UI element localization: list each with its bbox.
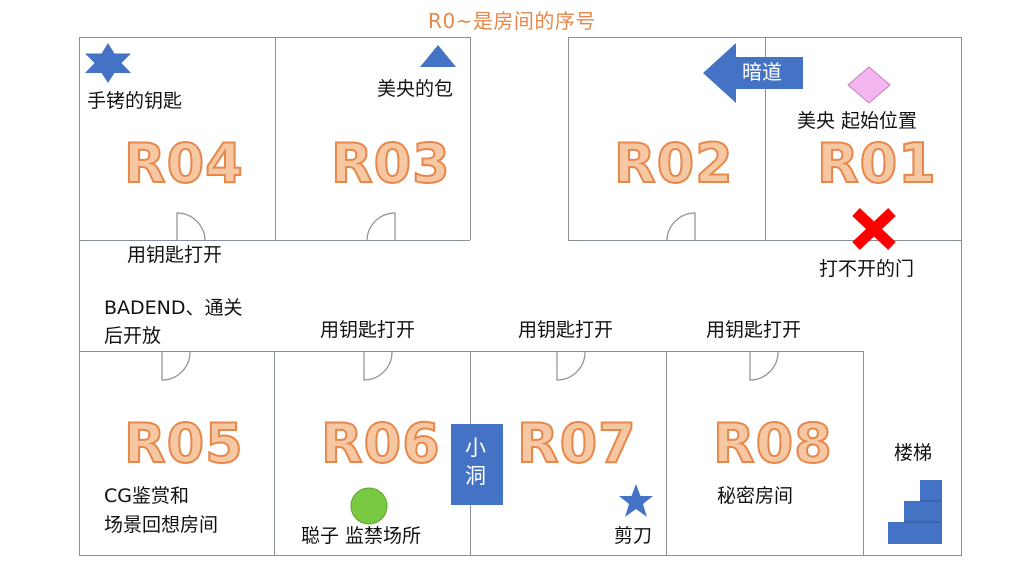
door-r06 — [363, 351, 393, 381]
wall — [765, 37, 766, 240]
room-code-r01: R01 — [816, 131, 937, 196]
badend-label-line2: 后开放 — [104, 325, 162, 347]
cg-label-line2: 场景回想房间 — [104, 514, 219, 536]
diamond-icon — [847, 66, 891, 104]
meiyang-start-label: 美央 起始位置 — [797, 110, 918, 132]
room-code-r03: R03 — [330, 131, 451, 196]
open-with-key-r06-label: 用钥匙打开 — [320, 319, 416, 341]
arrow-left-icon — [703, 43, 803, 103]
room-code-r07: R07 — [516, 411, 637, 476]
door-r07 — [556, 351, 586, 381]
scissors-label: 剪刀 — [614, 525, 653, 547]
small-star-icon — [619, 484, 653, 517]
wall — [79, 351, 863, 352]
wall — [79, 240, 470, 241]
wall — [863, 351, 864, 555]
wall — [470, 37, 471, 240]
cg-label-line1: CG鉴赏和 — [104, 485, 189, 507]
cross-icon — [852, 208, 896, 250]
diagram-title: R0~是房间的序号 — [428, 9, 596, 33]
handcuff-key-label: 手铐的钥匙 — [87, 90, 183, 112]
triangle-icon — [420, 45, 456, 67]
circle-icon — [350, 487, 388, 525]
wall — [274, 351, 275, 555]
star-icon — [85, 43, 131, 83]
open-with-key-r07-label: 用钥匙打开 — [518, 319, 614, 341]
wall — [961, 37, 962, 555]
wall — [666, 351, 667, 555]
locked-door-label: 打不开的门 — [819, 258, 915, 280]
meiyang-bag-label: 美央的包 — [377, 78, 454, 100]
small-hole — [451, 424, 503, 505]
secret-passage-label: 暗道 — [742, 60, 782, 84]
room-code-r02: R02 — [613, 131, 734, 196]
room-code-r08: R08 — [712, 411, 833, 476]
wall — [275, 37, 276, 240]
door-r03 — [366, 212, 396, 242]
stairs-icon — [888, 480, 942, 544]
wall — [568, 240, 962, 241]
badend-label-line1: BADEND、通关 — [104, 297, 243, 319]
congzi-label: 聪子 监禁场所 — [301, 525, 422, 547]
door-r05 — [161, 351, 191, 381]
door-r04 — [176, 212, 206, 242]
secret-room-label: 秘密房间 — [717, 485, 794, 507]
room-code-r06: R06 — [320, 411, 441, 476]
door-r08 — [749, 351, 779, 381]
open-with-key-r08-label: 用钥匙打开 — [706, 319, 802, 341]
stairs-label: 楼梯 — [894, 442, 933, 464]
wall — [79, 37, 80, 555]
wall — [79, 37, 470, 38]
small-hole-label: 小洞 — [465, 436, 486, 489]
room-code-r04: R04 — [123, 131, 244, 196]
open-with-key-label: 用钥匙打开 — [127, 244, 223, 266]
wall — [568, 37, 569, 240]
wall — [79, 555, 962, 556]
room-code-r05: R05 — [123, 411, 244, 476]
door-r02 — [666, 212, 696, 242]
